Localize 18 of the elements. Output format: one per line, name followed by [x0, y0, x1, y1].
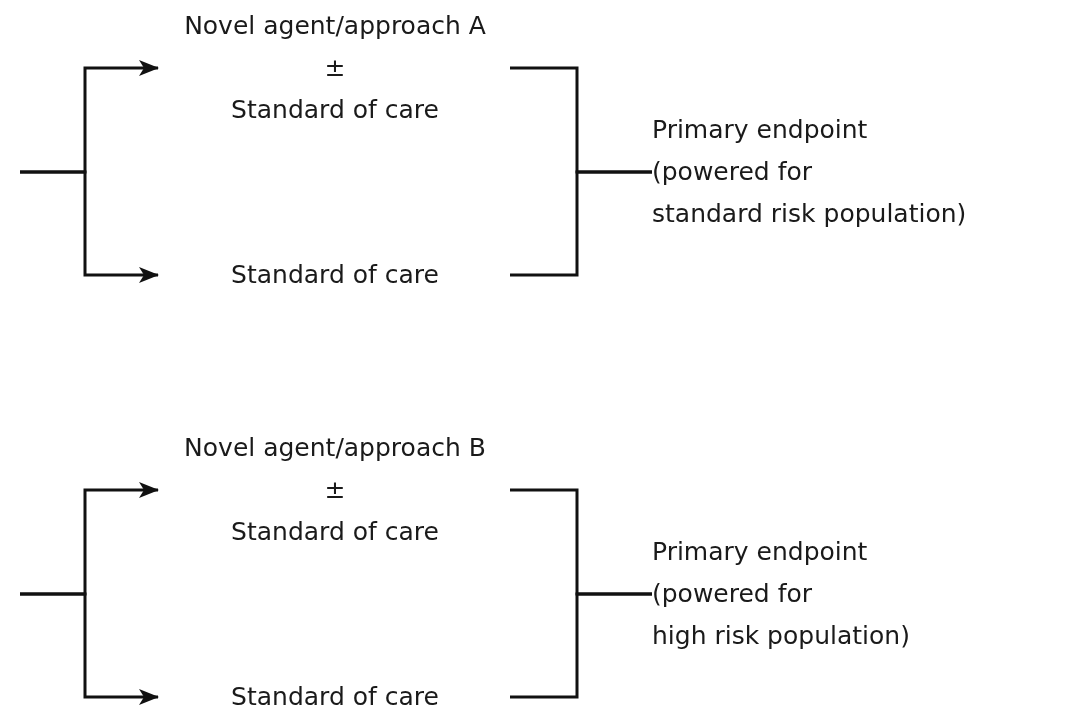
node-text: ± [324, 474, 346, 506]
bracket-connector [510, 592, 652, 699]
node-text: Novel agent/approach A [184, 10, 486, 42]
bracket-connector [510, 170, 652, 277]
node-text: high risk population) [652, 620, 910, 652]
node-text: Standard of care [231, 94, 439, 126]
node-text: Standard of care [231, 516, 439, 548]
node-text: standard risk population) [652, 198, 967, 230]
node-text: Novel agent/approach B [184, 432, 486, 464]
node-text: ± [324, 52, 346, 84]
node-text: Standard of care [231, 259, 439, 291]
node-text: Primary endpoint [652, 114, 868, 146]
node-text: (powered for [652, 156, 813, 188]
node-text: Standard of care [231, 681, 439, 713]
branch-arrow [20, 170, 159, 283]
node-text: Primary endpoint [652, 536, 868, 568]
node-text: (powered for [652, 578, 813, 610]
branch-arrow [20, 592, 159, 705]
